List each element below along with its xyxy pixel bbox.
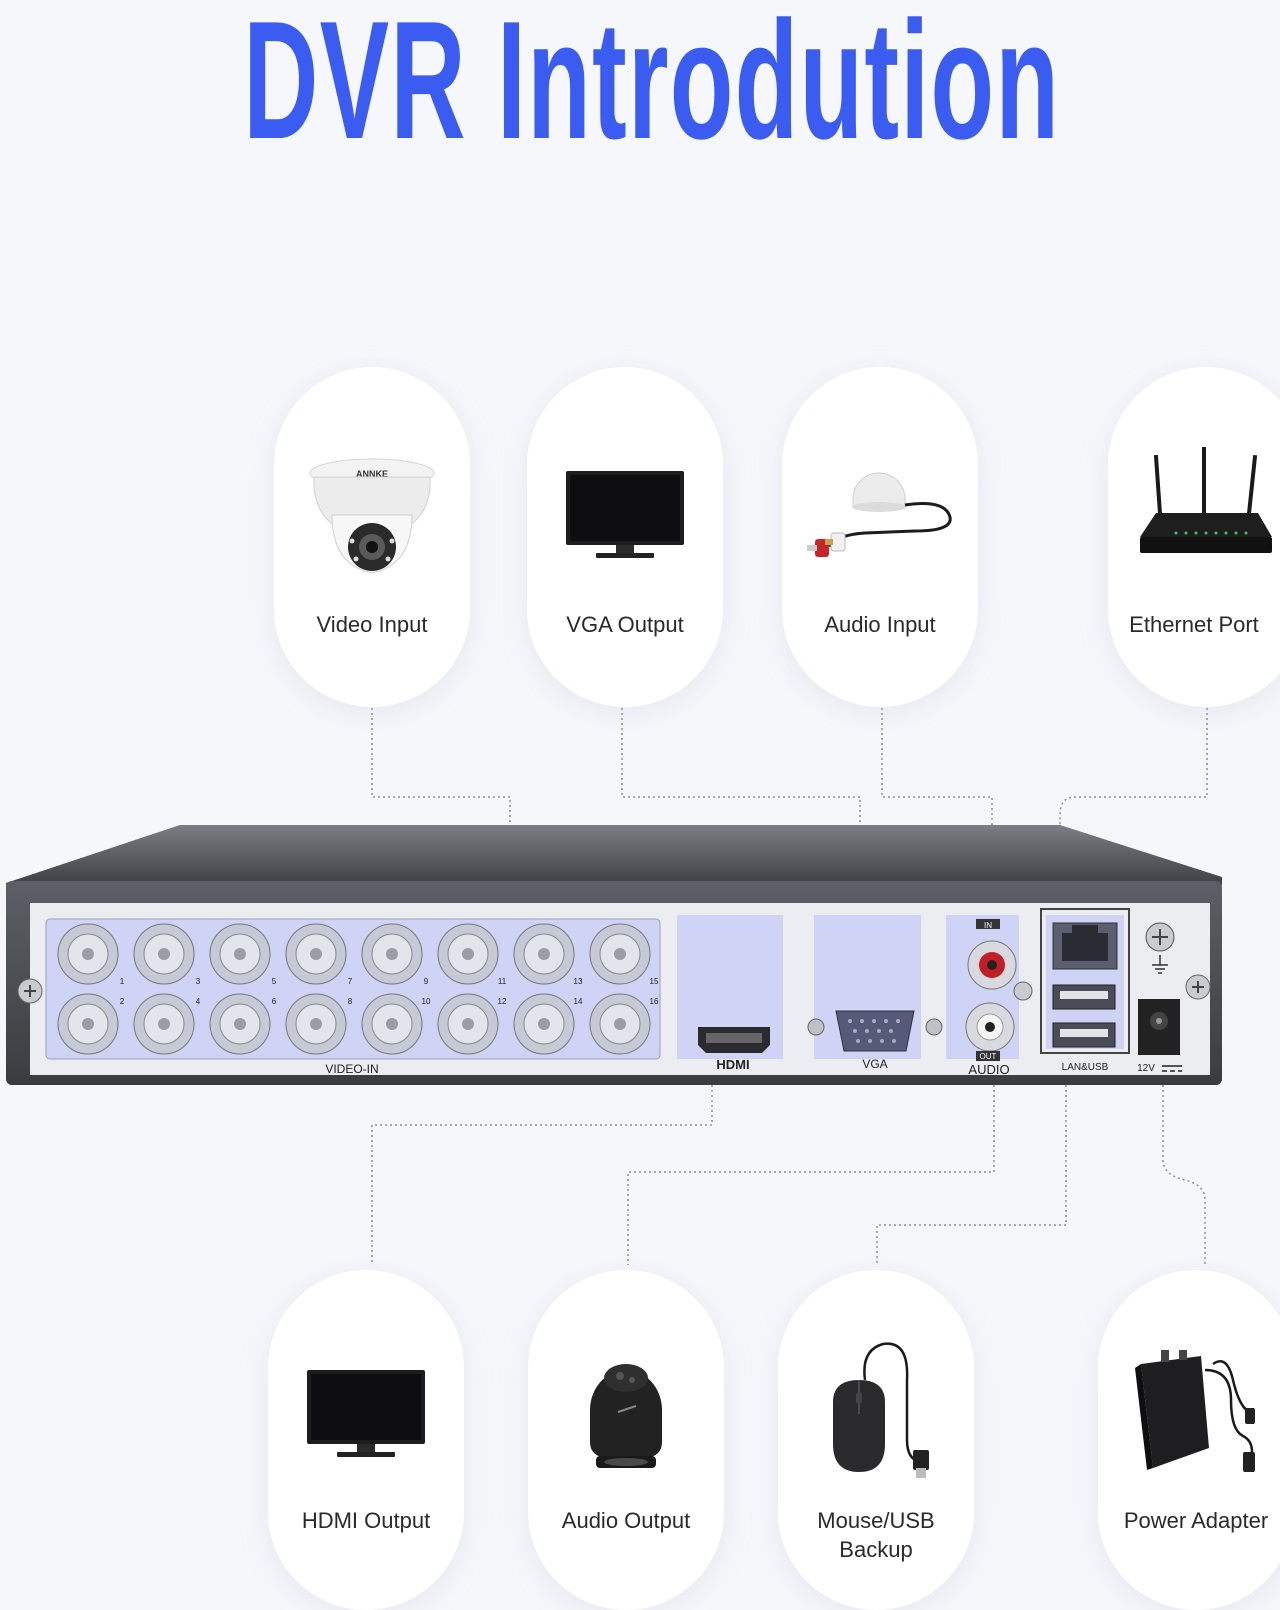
monitor-icon [268, 1366, 464, 1506]
card-label-mouse-usb-line1: Mouse/USB [817, 1508, 935, 1533]
bnc-connector-5: 5 [209, 923, 277, 986]
channel-number: 9 [424, 977, 429, 986]
bnc-connector-2: 2 [57, 993, 125, 1055]
monitor-icon [527, 467, 723, 607]
audio-out-tag: OUT [980, 1052, 997, 1061]
channel-number: 2 [120, 997, 125, 1006]
audio-in-jack [967, 940, 1017, 990]
ground-screw [1145, 922, 1175, 974]
camera-brand-text: ANNKE [356, 469, 388, 479]
channel-number: 5 [272, 977, 277, 986]
page-title: DVR Introdution [243, 0, 1061, 174]
bnc-connector-7: 7 [285, 923, 353, 986]
audio-out-jack [965, 1002, 1015, 1052]
channel-number: 3 [196, 977, 201, 986]
card-label-hdmi-output: HDMI Output [301, 1508, 431, 1533]
channel-number: 15 [650, 977, 659, 986]
audio-label: AUDIO [968, 1062, 1009, 1077]
ethernet-jack [1052, 922, 1118, 970]
bnc-connector-6: 6 [209, 993, 277, 1055]
bnc-connector-11: 11 [437, 923, 507, 986]
bnc-connector-1: 1 [57, 923, 125, 986]
channel-number: 12 [498, 997, 507, 1006]
card-label-audio-output: Audio Output [561, 1508, 691, 1533]
ethernet-port-card: Ethernet Port [1108, 367, 1280, 707]
audio-in-tag: IN [984, 921, 992, 930]
bnc-connector-15: 15 [589, 923, 659, 986]
channel-number: 16 [650, 997, 659, 1006]
speaker-icon [528, 1350, 724, 1490]
channel-number: 14 [574, 997, 583, 1006]
card-label-mouse-usb-line2: Backup [839, 1537, 913, 1562]
card-label-vga-output: VGA Output [566, 612, 684, 637]
router-icon [1108, 445, 1280, 585]
video-input-card: ANNKE Video Input [274, 367, 470, 707]
channel-number: 4 [196, 997, 201, 1006]
chassis-screw-left [17, 978, 43, 1004]
bnc-connector-4: 4 [133, 993, 201, 1055]
hdmi-port [698, 1027, 770, 1053]
power-adapter-icon [1098, 1350, 1280, 1490]
power-label: 12V [1137, 1063, 1155, 1074]
channel-number: 7 [348, 977, 353, 986]
card-label-ethernet-port: Ethernet Port [1129, 612, 1259, 637]
power-adapter-card: Power Adapter [1098, 1270, 1280, 1610]
microphone-icon [782, 459, 978, 599]
bnc-connector-16: 16 [589, 993, 659, 1055]
channel-number: 13 [574, 977, 583, 986]
channel-number: 8 [348, 997, 353, 1006]
channel-number: 1 [120, 977, 125, 986]
hdmi-output-card: HDMI Output [268, 1270, 464, 1610]
vga-output-card: VGA Output [527, 367, 723, 707]
mouse-icon [778, 1340, 974, 1480]
audio-input-card: Audio Input [782, 367, 978, 707]
bnc-connector-10: 10 [361, 993, 431, 1055]
mouse-usb-backup-card: Mouse/USB Backup [778, 1270, 974, 1610]
channel-number: 11 [498, 977, 507, 986]
hdmi-label: HDMI [716, 1057, 749, 1072]
card-label-audio-input: Audio Input [824, 612, 936, 637]
bnc-connector-13: 13 [513, 923, 583, 986]
power-jack [1138, 999, 1180, 1055]
dome-camera-icon: ANNKE [274, 455, 470, 595]
vga-label: VGA [862, 1057, 887, 1071]
lan-usb-label: LAN&USB [1062, 1062, 1109, 1073]
card-label-power-adapter: Power Adapter [1123, 1508, 1269, 1533]
bnc-connector-14: 14 [513, 993, 583, 1055]
bnc-connector-3: 3 [133, 923, 201, 986]
audio-output-card: Audio Output [528, 1270, 724, 1610]
bnc-connector-8: 8 [285, 993, 353, 1055]
usb-port-1 [1052, 984, 1116, 1010]
channel-number: 10 [422, 997, 431, 1006]
usb-port-2 [1052, 1022, 1116, 1048]
chassis-screw-right [1185, 974, 1211, 1000]
vga-port [807, 1010, 943, 1052]
bnc-connector-12: 12 [437, 993, 507, 1055]
channel-number: 6 [272, 997, 277, 1006]
video-in-label: VIDEO-IN [325, 1062, 378, 1076]
bnc-connector-9: 9 [361, 923, 429, 986]
card-label-video-input: Video Input [316, 612, 428, 637]
